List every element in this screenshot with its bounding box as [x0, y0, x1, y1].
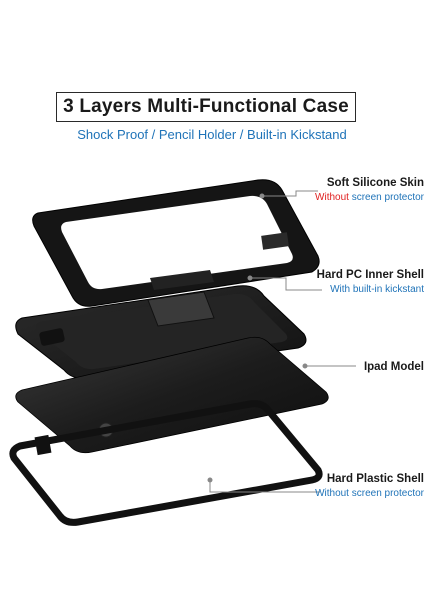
callout-dot-silicone [259, 193, 265, 199]
layer-name: Hard Plastic Shell [326, 473, 424, 485]
page-title: 3 Layers Multi-Functional Case [56, 92, 356, 122]
layer-label-plastic-shell: Hard Plastic Shell Without screen protec… [224, 472, 424, 500]
layer-note-highlight: Without [315, 192, 349, 203]
callout-line-pc [250, 277, 322, 291]
layer-name: Hard PC Inner Shell [316, 269, 424, 281]
layer-note: Without screen protector [315, 488, 424, 499]
callout-dot-ipad [302, 363, 308, 369]
layer-label-ipad: Ipad Model [224, 360, 424, 375]
layer-label-pc-shell: Hard PC Inner Shell With built-in kickst… [224, 268, 424, 296]
callout-dot-pc [247, 275, 253, 281]
page-subtitle: Shock Proof / Pencil Holder / Built-in K… [77, 127, 347, 142]
callout-line-plastic [209, 480, 320, 493]
layer-name: Ipad Model [363, 361, 424, 373]
plastic-shell-layer [9, 400, 323, 526]
silicone-skin-layer [32, 179, 320, 307]
layer-note-rest: screen protector [348, 192, 424, 203]
callout-dot-plastic [207, 477, 213, 483]
layer-note: With built-in kickstant [330, 284, 424, 295]
layer-note: Without screen protector [224, 191, 424, 204]
layer-label-silicone: Soft Silicone Skin Without screen protec… [224, 176, 424, 204]
layer-name: Soft Silicone Skin [326, 177, 424, 189]
callout-lines [207, 190, 356, 493]
callout-line-silicone [262, 190, 318, 197]
